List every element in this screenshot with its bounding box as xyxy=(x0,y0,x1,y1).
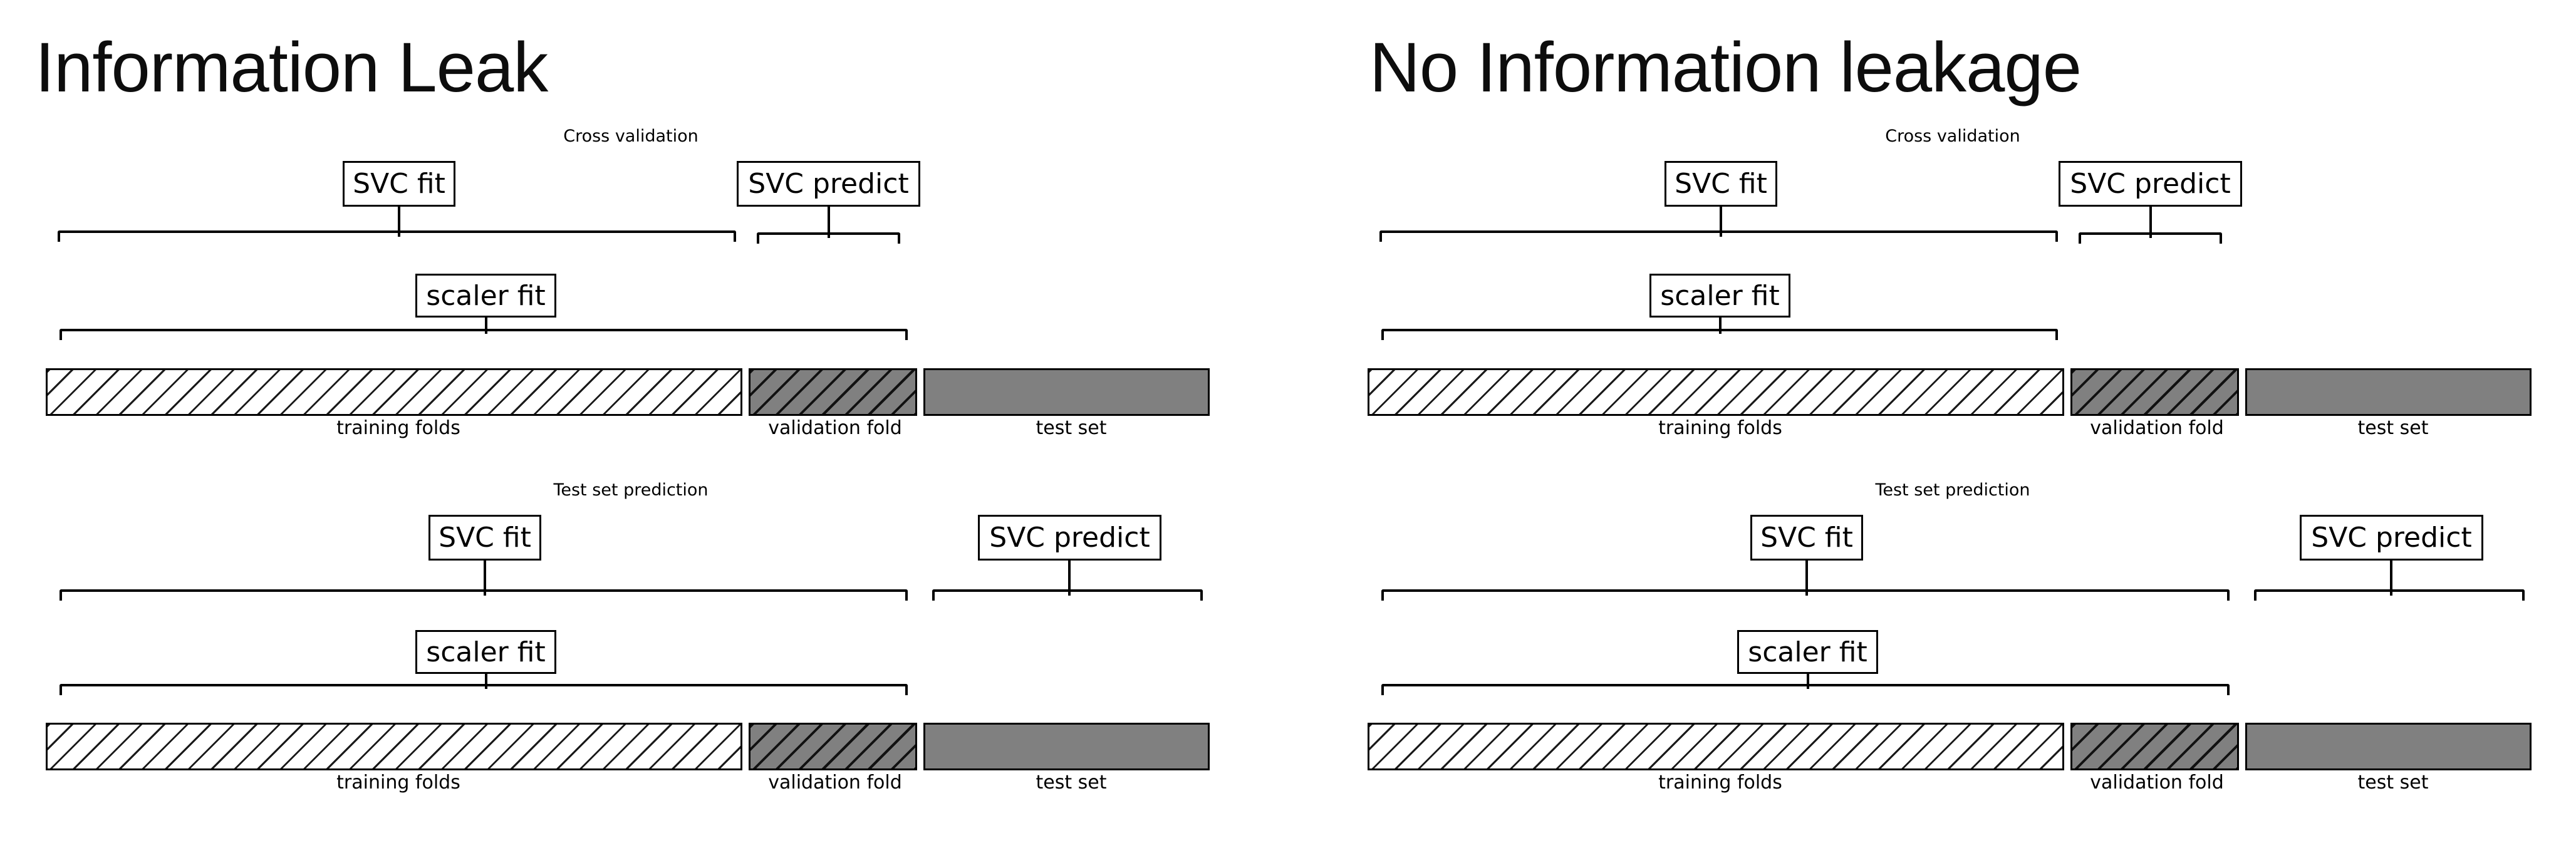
bar-validation-fold xyxy=(749,723,917,770)
bar-label-validation-fold: validation fold xyxy=(768,417,902,439)
bar-test-set xyxy=(2245,368,2532,416)
bar-test-set xyxy=(2245,723,2532,770)
scaler-fit-bracket xyxy=(1381,684,2230,695)
bar-training-folds xyxy=(46,368,742,416)
bar-training-folds xyxy=(46,723,742,770)
scaler-fit-box: scaler fit xyxy=(1737,630,1878,674)
bar-validation-fold xyxy=(749,368,917,416)
bar-test-set xyxy=(923,723,1210,770)
scaler-fit-stem xyxy=(485,674,487,689)
bar-label-training-folds: training folds xyxy=(1658,772,1782,794)
scaler-fit-bracket xyxy=(60,329,908,340)
svc-fit-bracket xyxy=(58,230,736,242)
svc-fit-box: SVC fit xyxy=(1665,161,1777,207)
bar-label-test-set: test set xyxy=(1036,417,1107,439)
svc-fit-stem xyxy=(398,207,400,237)
svc-fit-box: SVC fit xyxy=(1750,515,1863,561)
svc-predict-bracket xyxy=(932,589,1203,601)
bar-label-validation-fold: validation fold xyxy=(2090,772,2224,794)
scaler-fit-box: scaler fit xyxy=(1649,274,1790,318)
scaler-fit-box: scaler fit xyxy=(415,630,556,674)
bar-training-folds xyxy=(1368,723,2064,770)
svc-fit-stem xyxy=(1720,207,1722,237)
scaler-fit-stem xyxy=(1719,318,1722,334)
svc-predict-box: SVC predict xyxy=(2300,515,2483,561)
svc-predict-box: SVC predict xyxy=(2059,161,2242,207)
bar-label-training-folds: training folds xyxy=(1658,417,1782,439)
page-title-information-leak: Information Leak xyxy=(35,28,548,106)
diagram-caption: Test set prediction xyxy=(1875,480,2030,500)
svc-predict-stem xyxy=(828,207,830,238)
bar-test-set xyxy=(923,368,1210,416)
svc-fit-box: SVC fit xyxy=(343,161,455,207)
bar-label-test-set: test set xyxy=(2357,417,2429,439)
scaler-fit-stem xyxy=(1807,674,1809,689)
bar-training-folds xyxy=(1368,368,2064,416)
svc-predict-box: SVC predict xyxy=(737,161,920,207)
bar-label-training-folds: training folds xyxy=(336,417,460,439)
bar-label-validation-fold: validation fold xyxy=(768,772,902,794)
svc-fit-stem xyxy=(1805,561,1808,596)
svc-predict-stem xyxy=(2149,207,2152,238)
svc-fit-box: SVC fit xyxy=(428,515,541,561)
bar-label-validation-fold: validation fold xyxy=(2090,417,2224,439)
svc-predict-stem xyxy=(2390,561,2392,596)
diagram-caption: Test set prediction xyxy=(553,480,709,500)
bar-validation-fold xyxy=(2070,723,2239,770)
bar-label-test-set: test set xyxy=(1036,772,1107,794)
scaler-fit-bracket xyxy=(60,684,908,695)
svc-fit-stem xyxy=(484,561,486,596)
bar-label-training-folds: training folds xyxy=(336,772,460,794)
svc-fit-bracket xyxy=(1379,230,2058,242)
diagram-caption: Cross validation xyxy=(1885,127,2020,146)
svc-predict-stem xyxy=(1068,561,1071,596)
scaler-fit-stem xyxy=(485,318,487,334)
scaler-fit-box: scaler fit xyxy=(415,274,556,318)
diagram-caption: Cross validation xyxy=(563,127,699,146)
svc-predict-bracket xyxy=(2254,589,2525,601)
page-title-no-information-leakage: No Information leakage xyxy=(1369,28,2082,106)
bar-label-test-set: test set xyxy=(2357,772,2429,794)
svc-predict-box: SVC predict xyxy=(978,515,1161,561)
bar-validation-fold xyxy=(2070,368,2239,416)
